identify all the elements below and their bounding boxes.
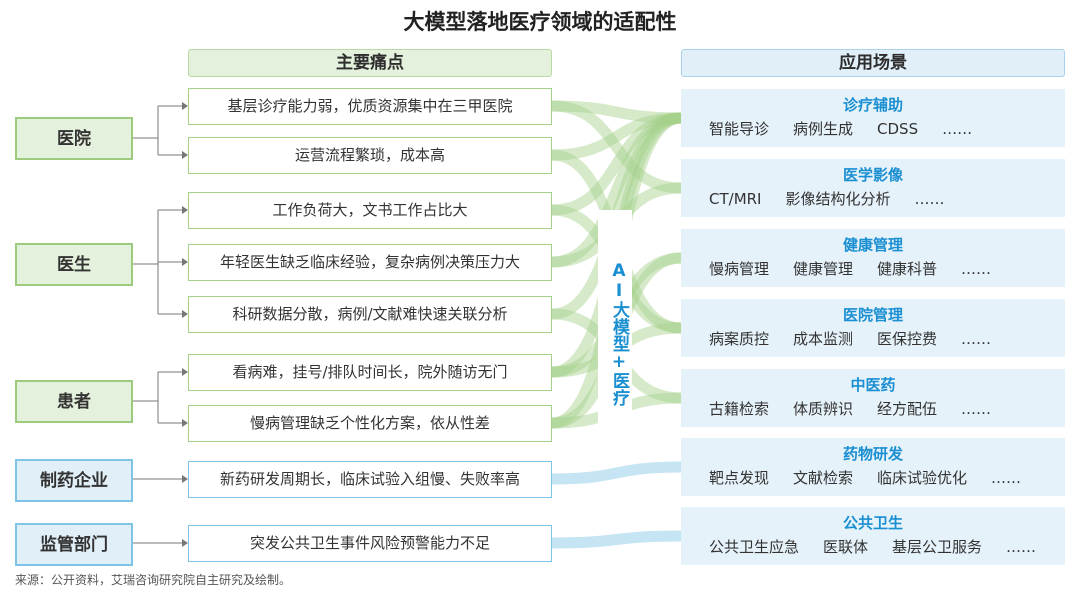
arrow-head bbox=[182, 102, 188, 110]
scenario-item: 成本监测 bbox=[793, 330, 854, 348]
source-note: 来源：公开资料，艾瑞咨询研究院自主研究及绘制。 bbox=[15, 573, 292, 587]
scenario-title: 公共卫生 bbox=[842, 514, 903, 532]
flow-ribbon bbox=[551, 530, 682, 549]
scenario-item: 临床试验优化 bbox=[877, 469, 968, 487]
scenario-tcm: 中医药 古籍检索 体质辨识 经方配伍 …… bbox=[681, 369, 1065, 427]
scenarios-header: 应用场景 bbox=[681, 49, 1065, 77]
scenario-items: 公共卫生应急 医联体 基层公卫服务 …… bbox=[709, 536, 1059, 557]
scenario-item: 医联体 bbox=[823, 538, 869, 556]
scenario-item: CT/MRI bbox=[709, 190, 762, 208]
scenario-item: 智能导诊 bbox=[709, 120, 770, 138]
scenario-diagnosis-assist: 诊疗辅助 智能导诊 病例生成 CDSS …… bbox=[681, 89, 1065, 147]
scenario-item: 病例生成 bbox=[793, 120, 854, 138]
scenario-item: 经方配伍 bbox=[877, 400, 938, 418]
flow-ribbon bbox=[551, 100, 682, 194]
scenario-item: 健康管理 bbox=[793, 260, 854, 278]
scenario-item: …… bbox=[961, 260, 992, 278]
arrow-head bbox=[182, 206, 188, 214]
scenario-item: 公共卫生应急 bbox=[709, 538, 800, 556]
scenario-item: 慢病管理 bbox=[709, 260, 770, 278]
scenario-title: 药物研发 bbox=[842, 445, 903, 463]
scenario-item: …… bbox=[942, 120, 973, 138]
flow-ribbon bbox=[551, 112, 682, 268]
scenario-items: 靶点发现 文献检索 临床试验优化 …… bbox=[709, 467, 1059, 488]
flow-ribbon bbox=[551, 112, 682, 216]
scenario-item: …… bbox=[914, 190, 945, 208]
category-regulator: 监管部门 bbox=[15, 523, 133, 566]
flow-ribbon bbox=[551, 100, 682, 124]
scenario-drug-development: 药物研发 靶点发现 文献检索 临床试验优化 …… bbox=[681, 438, 1065, 496]
scenario-item: 基层公卫服务 bbox=[892, 538, 983, 556]
scenario-hospital-management: 医院管理 病案质控 成本监测 医保控费 …… bbox=[681, 299, 1065, 357]
pain-point-3: 工作负荷大，文书工作占比大 bbox=[188, 192, 552, 229]
pain-point-4: 年轻医生缺乏临床经验，复杂病例决策压力大 bbox=[188, 244, 552, 281]
scenario-item: CDSS bbox=[877, 120, 919, 138]
scenario-items: 古籍检索 体质辨识 经方配伍 …… bbox=[709, 398, 1059, 419]
scenario-item: 医保控费 bbox=[877, 330, 938, 348]
scenario-items: 病案质控 成本监测 医保控费 …… bbox=[709, 328, 1059, 349]
category-pharma: 制药企业 bbox=[15, 459, 133, 502]
flow-ribbon bbox=[551, 461, 682, 485]
ai-model-medical-text: AI大模型+医疗 bbox=[609, 260, 629, 406]
scenario-item: 文献检索 bbox=[793, 469, 854, 487]
pain-point-2: 运营流程繁琐，成本高 bbox=[188, 137, 552, 174]
pain-point-8: 新药研发周期长，临床试验入组慢、失败率高 bbox=[188, 461, 552, 498]
arrow-head bbox=[182, 310, 188, 318]
scenario-item: 靶点发现 bbox=[709, 469, 770, 487]
arrow-head bbox=[182, 419, 188, 427]
scenario-items: 慢病管理 健康管理 健康科普 …… bbox=[709, 258, 1059, 279]
scenario-title: 中医药 bbox=[850, 376, 896, 394]
arrow-head bbox=[182, 475, 188, 483]
scenario-title: 诊疗辅助 bbox=[842, 96, 903, 114]
arrow-head bbox=[182, 539, 188, 547]
scenario-title: 医学影像 bbox=[842, 166, 903, 184]
scenario-title: 医院管理 bbox=[842, 306, 903, 324]
pain-point-1: 基层诊疗能力弱，优质资源集中在三甲医院 bbox=[188, 88, 552, 125]
pain-points-header: 主要痛点 bbox=[188, 49, 552, 77]
category-hospital: 医院 bbox=[15, 117, 133, 160]
scenario-item: …… bbox=[1006, 538, 1037, 556]
scenario-items: CT/MRI 影像结构化分析 …… bbox=[709, 188, 1059, 209]
pain-point-6: 看病难，挂号/排队时间长，院外随访无门 bbox=[188, 354, 552, 391]
scenario-item: …… bbox=[961, 330, 992, 348]
ai-model-medical-label: AI大模型+医疗 bbox=[598, 210, 632, 456]
arrow-head bbox=[182, 151, 188, 159]
category-patient: 患者 bbox=[15, 380, 133, 423]
scenario-item: 健康科普 bbox=[877, 260, 938, 278]
scenario-item: …… bbox=[991, 469, 1022, 487]
category-doctor: 医生 bbox=[15, 243, 133, 286]
pain-point-9: 突发公共卫生事件风险预警能力不足 bbox=[188, 525, 552, 562]
scenario-item: 影像结构化分析 bbox=[785, 190, 891, 208]
scenario-item: 古籍检索 bbox=[709, 400, 770, 418]
scenario-health-management: 健康管理 慢病管理健康管理健康科普…… bbox=[681, 229, 1065, 287]
scenario-item: …… bbox=[961, 400, 992, 418]
scenario-items: 智能导诊 病例生成 CDSS …… bbox=[709, 118, 1059, 139]
page-title: 大模型落地医疗领域的适配性 bbox=[403, 10, 677, 34]
scenario-title: 健康管理 bbox=[842, 236, 903, 254]
scenario-medical-imaging: 医学影像 CT/MRI 影像结构化分析 …… bbox=[681, 159, 1065, 217]
scenario-item: 体质辨识 bbox=[793, 400, 854, 418]
arrow-head bbox=[182, 368, 188, 376]
flow-ribbon bbox=[551, 112, 682, 161]
arrow-head bbox=[182, 258, 188, 266]
scenario-public-health: 公共卫生 公共卫生应急 医联体 基层公卫服务 …… bbox=[681, 507, 1065, 565]
pain-point-7: 慢病管理缺乏个性化方案，依从性差 bbox=[188, 405, 552, 442]
pain-point-5: 科研数据分散，病例/文献难快速关联分析 bbox=[188, 296, 552, 333]
scenario-item: 病案质控 bbox=[709, 330, 770, 348]
